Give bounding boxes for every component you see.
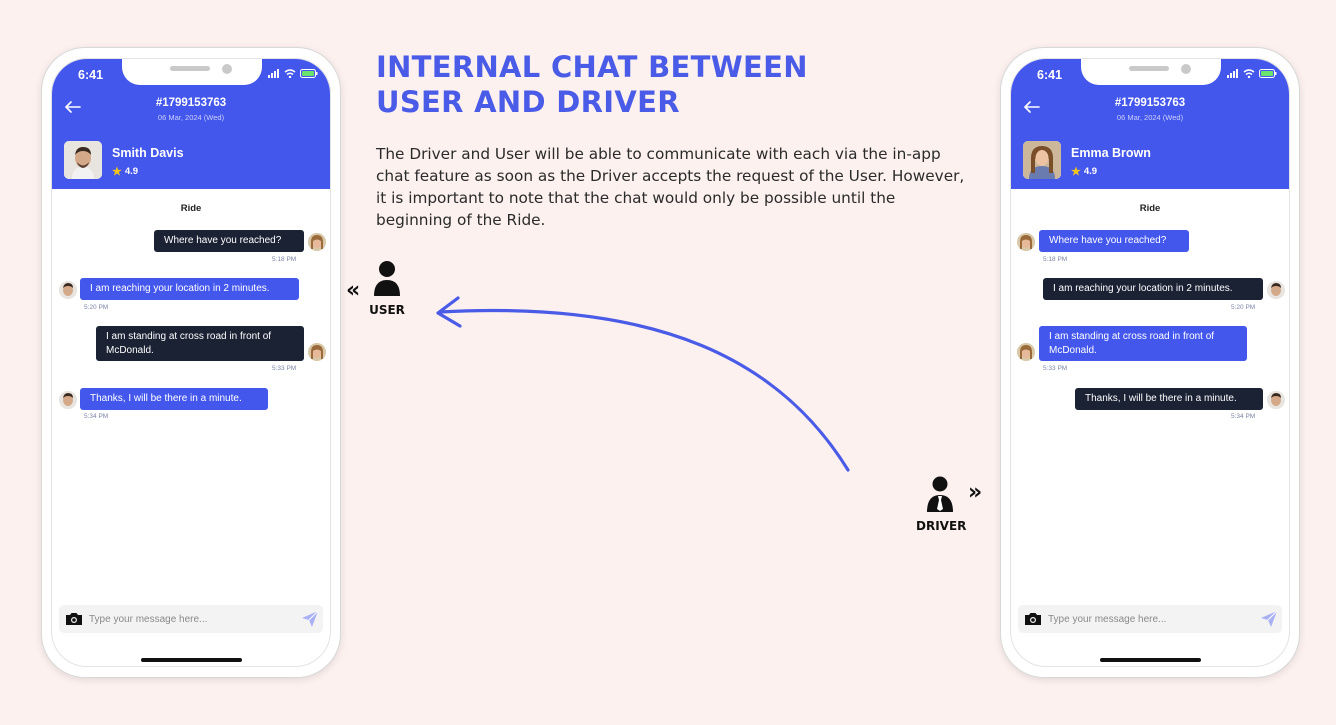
headline-line-2: USER AND DRIVER [376, 85, 680, 119]
contact-avatar [1023, 141, 1061, 179]
ride-date: 06 Mar, 2024 (Wed) [1116, 113, 1184, 122]
chat-message-incoming: I am reaching your location in 2 minutes… [80, 278, 299, 300]
contact-rating: ★ 4.9 [112, 165, 138, 178]
chat-message-incoming: Where have you reached? [1039, 230, 1189, 252]
sender-avatar [1267, 281, 1285, 299]
status-time: 6:41 [1037, 68, 1063, 82]
back-arrow-icon[interactable] [62, 97, 84, 119]
user-role-marker: USER [366, 260, 408, 317]
star-icon: ★ [1071, 166, 1081, 178]
driver-icon [927, 476, 953, 512]
message-input[interactable] [1048, 610, 1248, 628]
chat-message-outgoing: Where have you reached? [154, 230, 304, 252]
message-time: 5:18 PM [1043, 256, 1068, 263]
chat-header: 6:41 #1799153763 06 Mar, 2024 (Wed) [1011, 59, 1289, 189]
status-icons [1227, 69, 1277, 78]
status-icons [268, 69, 318, 78]
ride-date: 06 Mar, 2024 (Wed) [157, 113, 225, 122]
headline-line-1: INTERNAL CHAT BETWEEN [376, 50, 808, 84]
page-headline: INTERNAL CHAT BETWEEN USER AND DRIVER [376, 50, 896, 120]
send-icon[interactable] [301, 610, 319, 628]
battery-icon [300, 69, 318, 78]
wifi-icon [1243, 69, 1255, 78]
contact-name: Smith Davis [112, 146, 184, 160]
rating-value: 4.9 [1083, 166, 1098, 177]
sender-avatar [308, 233, 326, 251]
section-label: Ride [1139, 203, 1161, 214]
contact-rating: ★ 4.9 [1071, 165, 1097, 178]
feature-description: The Driver and User will be able to comm… [376, 145, 965, 229]
signal-icon [268, 69, 279, 78]
message-time: 5:33 PM [1043, 365, 1068, 372]
message-composer [1018, 605, 1282, 633]
chat-message-outgoing: Thanks, I will be there in a minute. [1075, 388, 1263, 410]
rating-value: 4.9 [124, 166, 139, 177]
driver-label: DRIVER [916, 519, 967, 533]
status-time: 6:41 [78, 68, 104, 82]
message-time: 5:20 PM [84, 304, 109, 311]
user-icon [374, 261, 400, 296]
section-label: Ride [180, 203, 202, 214]
chevron-left-icon: « [346, 278, 361, 303]
message-time: 5:34 PM [1231, 413, 1256, 420]
sender-avatar [1267, 391, 1285, 409]
phone-driver-app: 6:41 #1799153763 06 Mar, 2024 (Wed) [1000, 47, 1300, 678]
chat-message-outgoing: I am reaching your location in 2 minutes… [1043, 278, 1263, 300]
battery-icon [1259, 69, 1277, 78]
message-input[interactable] [89, 610, 289, 628]
chat-message-outgoing: I am standing at cross road in front of … [96, 326, 304, 361]
home-indicator [1100, 658, 1201, 662]
contact-avatar [64, 141, 102, 179]
sender-avatar [59, 391, 77, 409]
ride-id: #1799153763 [155, 97, 227, 109]
camera-icon[interactable] [1024, 612, 1042, 626]
star-icon: ★ [112, 166, 122, 178]
message-time: 5:18 PM [272, 256, 297, 263]
back-arrow-icon[interactable] [1021, 97, 1043, 119]
camera-icon[interactable] [65, 612, 83, 626]
message-composer [59, 605, 323, 633]
message-time: 5:33 PM [272, 365, 297, 372]
sender-avatar [308, 343, 326, 361]
message-time: 5:20 PM [1231, 304, 1256, 311]
phone-screen: 6:41 #1799153763 06 Mar, 2024 (Wed) [51, 58, 331, 667]
chat-header: 6:41 #1799153763 06 Mar, 2024 (Wed) [52, 59, 330, 189]
phone-notch [122, 59, 262, 85]
driver-role-marker: DRIVER [916, 476, 967, 533]
sender-avatar [59, 281, 77, 299]
phone-screen: 6:41 #1799153763 06 Mar, 2024 (Wed) [1010, 58, 1290, 667]
contact-name: Emma Brown [1071, 146, 1151, 160]
send-icon[interactable] [1260, 610, 1278, 628]
ride-id: #1799153763 [1114, 97, 1186, 109]
home-indicator [141, 658, 242, 662]
sender-avatar [1017, 233, 1035, 251]
chat-message-incoming: Thanks, I will be there in a minute. [80, 388, 268, 410]
phone-user-app: 6:41 #1799153763 06 Mar, 2024 (Wed) [41, 47, 341, 678]
phone-notch [1081, 59, 1221, 85]
chat-message-incoming: I am standing at cross road in front of … [1039, 326, 1247, 361]
signal-icon [1227, 69, 1238, 78]
chevron-right-icon: » [968, 480, 983, 505]
wifi-icon [284, 69, 296, 78]
user-label: USER [369, 303, 405, 317]
sender-avatar [1017, 343, 1035, 361]
message-time: 5:34 PM [84, 413, 109, 420]
